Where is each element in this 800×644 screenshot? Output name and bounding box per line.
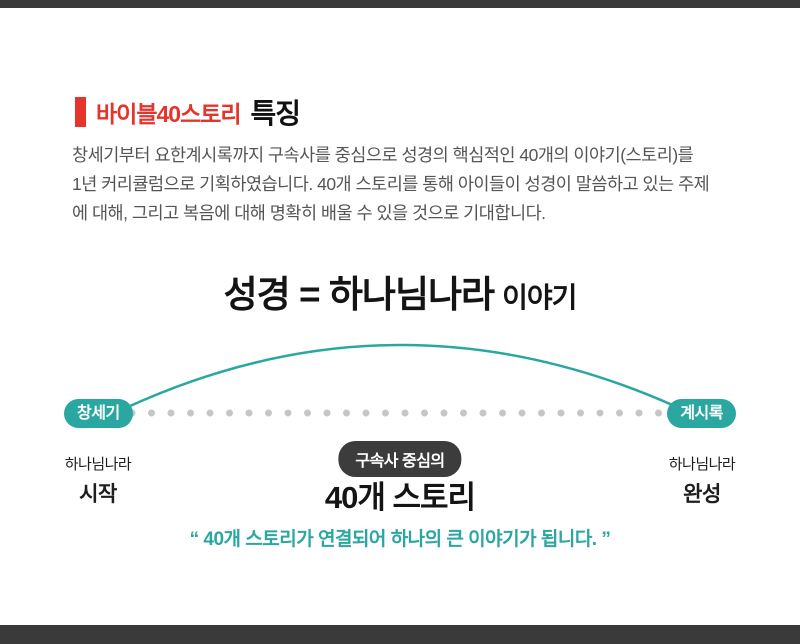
intro-paragraph: 창세기부터 요한계시록까지 구속사를 중심으로 성경의 핵심적인 40개의 이야… — [72, 141, 752, 228]
intro-line-2: 1년 커리큘럼으로 기획하였습니다. 40개 스토리를 통해 아이들이 성경이 … — [72, 174, 710, 194]
end-caption-top: 하나님나라 — [668, 456, 736, 473]
arc-curve — [113, 343, 692, 415]
quote-text: “ 40개 스토리가 연결되어 하나의 큰 이야기가 됩니다. ” — [189, 529, 611, 550]
center-badge: 구속사 중심의 — [338, 441, 462, 477]
bottom-border-bar — [0, 625, 800, 644]
section-header: 바이블40스토리 특징 — [75, 92, 302, 132]
timeline-dots — [128, 409, 674, 417]
section-title: 특징 — [250, 98, 302, 129]
center-title: 40개 스토리 — [324, 480, 476, 515]
timeline-start-caption: 하나님나라 시작 — [33, 453, 163, 508]
timeline-end-pill: 계시록 — [667, 399, 736, 428]
intro-line-1: 창세기부터 요한계시록까지 구속사를 중심으로 성경의 핵심적인 40개의 이야… — [72, 145, 694, 165]
timeline-end-caption: 하나님나라 완성 — [637, 453, 767, 508]
diagram-headline-main: 성경 = 하나님나라 — [223, 274, 495, 315]
diagram-headline-sub: 이야기 — [502, 282, 577, 313]
timeline-start-pill: 창세기 — [64, 399, 133, 428]
end-caption-bottom: 완성 — [683, 483, 721, 506]
start-caption-bottom: 시작 — [79, 483, 117, 506]
top-border-bar — [0, 0, 800, 8]
red-accent-block — [75, 97, 86, 127]
section-tag: 바이블40스토리 — [96, 101, 242, 127]
start-caption-top: 하나님나라 — [64, 456, 132, 473]
intro-line-3: 에 대해, 그리고 복음에 대해 명확히 배울 수 있을 것으로 기대합니다. — [72, 203, 546, 223]
